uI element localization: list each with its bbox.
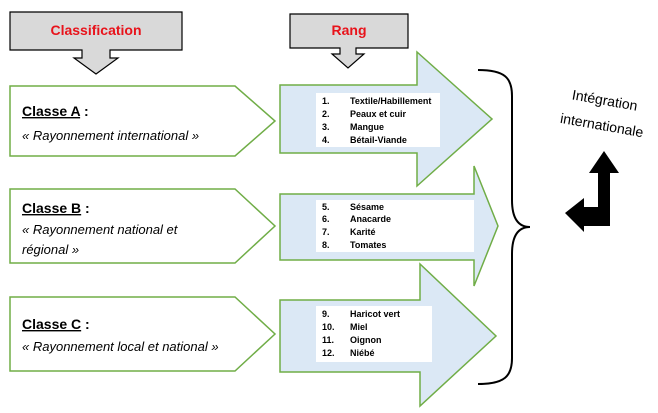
class-c-title: Classe C : [22,316,90,332]
class-a-pentagon [9,85,277,157]
class-c-pentagon [9,296,277,372]
class-b-row: Classe B : « Rayonnement national et rég… [9,165,499,287]
classification-header: Classification [9,11,183,75]
class-c-description: « Rayonnement local et national » [22,339,219,354]
list-item-number: 4. [322,135,330,145]
integration-label-line-1: Intégration [571,86,639,113]
class-b-list: 5. Sésame 6. Anacarde 7. Karité 8. Tomat… [322,202,391,250]
list-item-number: 6. [322,214,330,224]
list-item-label: Haricot vert [350,309,400,319]
right-brace [477,69,531,385]
list-item-label: Bétail-Viande [350,135,407,145]
list-item-label: Textile/Habillement [350,96,431,106]
list-item-number: 10. [322,322,335,332]
list-item-label: Sésame [350,202,384,212]
class-a-description: « Rayonnement international » [22,128,199,143]
class-b-title: Classe B : [22,200,90,216]
class-b-description-line-2: régional » [22,242,79,257]
integration-label: Intégration internationale [559,86,645,140]
list-item-number: 3. [322,122,330,132]
list-item-label: Peaux et cuir [350,109,407,119]
class-b-description-line-1: « Rayonnement national et [22,222,179,237]
list-item-number: 1. [322,96,330,106]
class-a-list: 1. Textile/Habillement 2. Peaux et cuir … [322,96,431,145]
list-item-label: Karité [350,227,376,237]
list-item-number: 11. [322,335,334,345]
list-item-number: 7. [322,227,330,237]
class-b-list-box [316,200,474,252]
class-c-list-box [316,306,432,362]
list-item-label: Anacarde [350,214,391,224]
list-item-number: 12. [322,348,335,358]
class-a-title: Classe A : [22,103,89,119]
integration-label-line-2: internationale [559,110,645,140]
class-a-row: Classe A : « Rayonnement international »… [9,50,494,188]
rang-callout-shape [289,13,409,69]
list-item-label: Oignon [350,335,382,345]
class-a-list-box [316,93,440,147]
list-item-number: 9. [322,309,330,319]
list-item-label: Miel [350,322,368,332]
class-c-list: 9. Haricot vert 10. Miel 11. Oignon 12. … [322,309,400,358]
list-item-number: 8. [322,240,330,250]
class-b-pentagon [9,188,277,264]
rang-header: Rang [289,13,409,69]
classification-label: Classification [50,22,141,38]
classification-callout-shape [9,11,183,75]
list-item-label: Mangue [350,122,384,132]
list-item-number: 5. [322,202,330,212]
list-item-number: 2. [322,109,330,119]
list-item-label: Niébé [350,348,375,358]
bent-up-arrow-icon [565,151,619,232]
rang-label: Rang [332,22,367,38]
list-item-label: Tomates [350,240,386,250]
class-c-row: Classe C : « Rayonnement local et nation… [9,262,498,408]
